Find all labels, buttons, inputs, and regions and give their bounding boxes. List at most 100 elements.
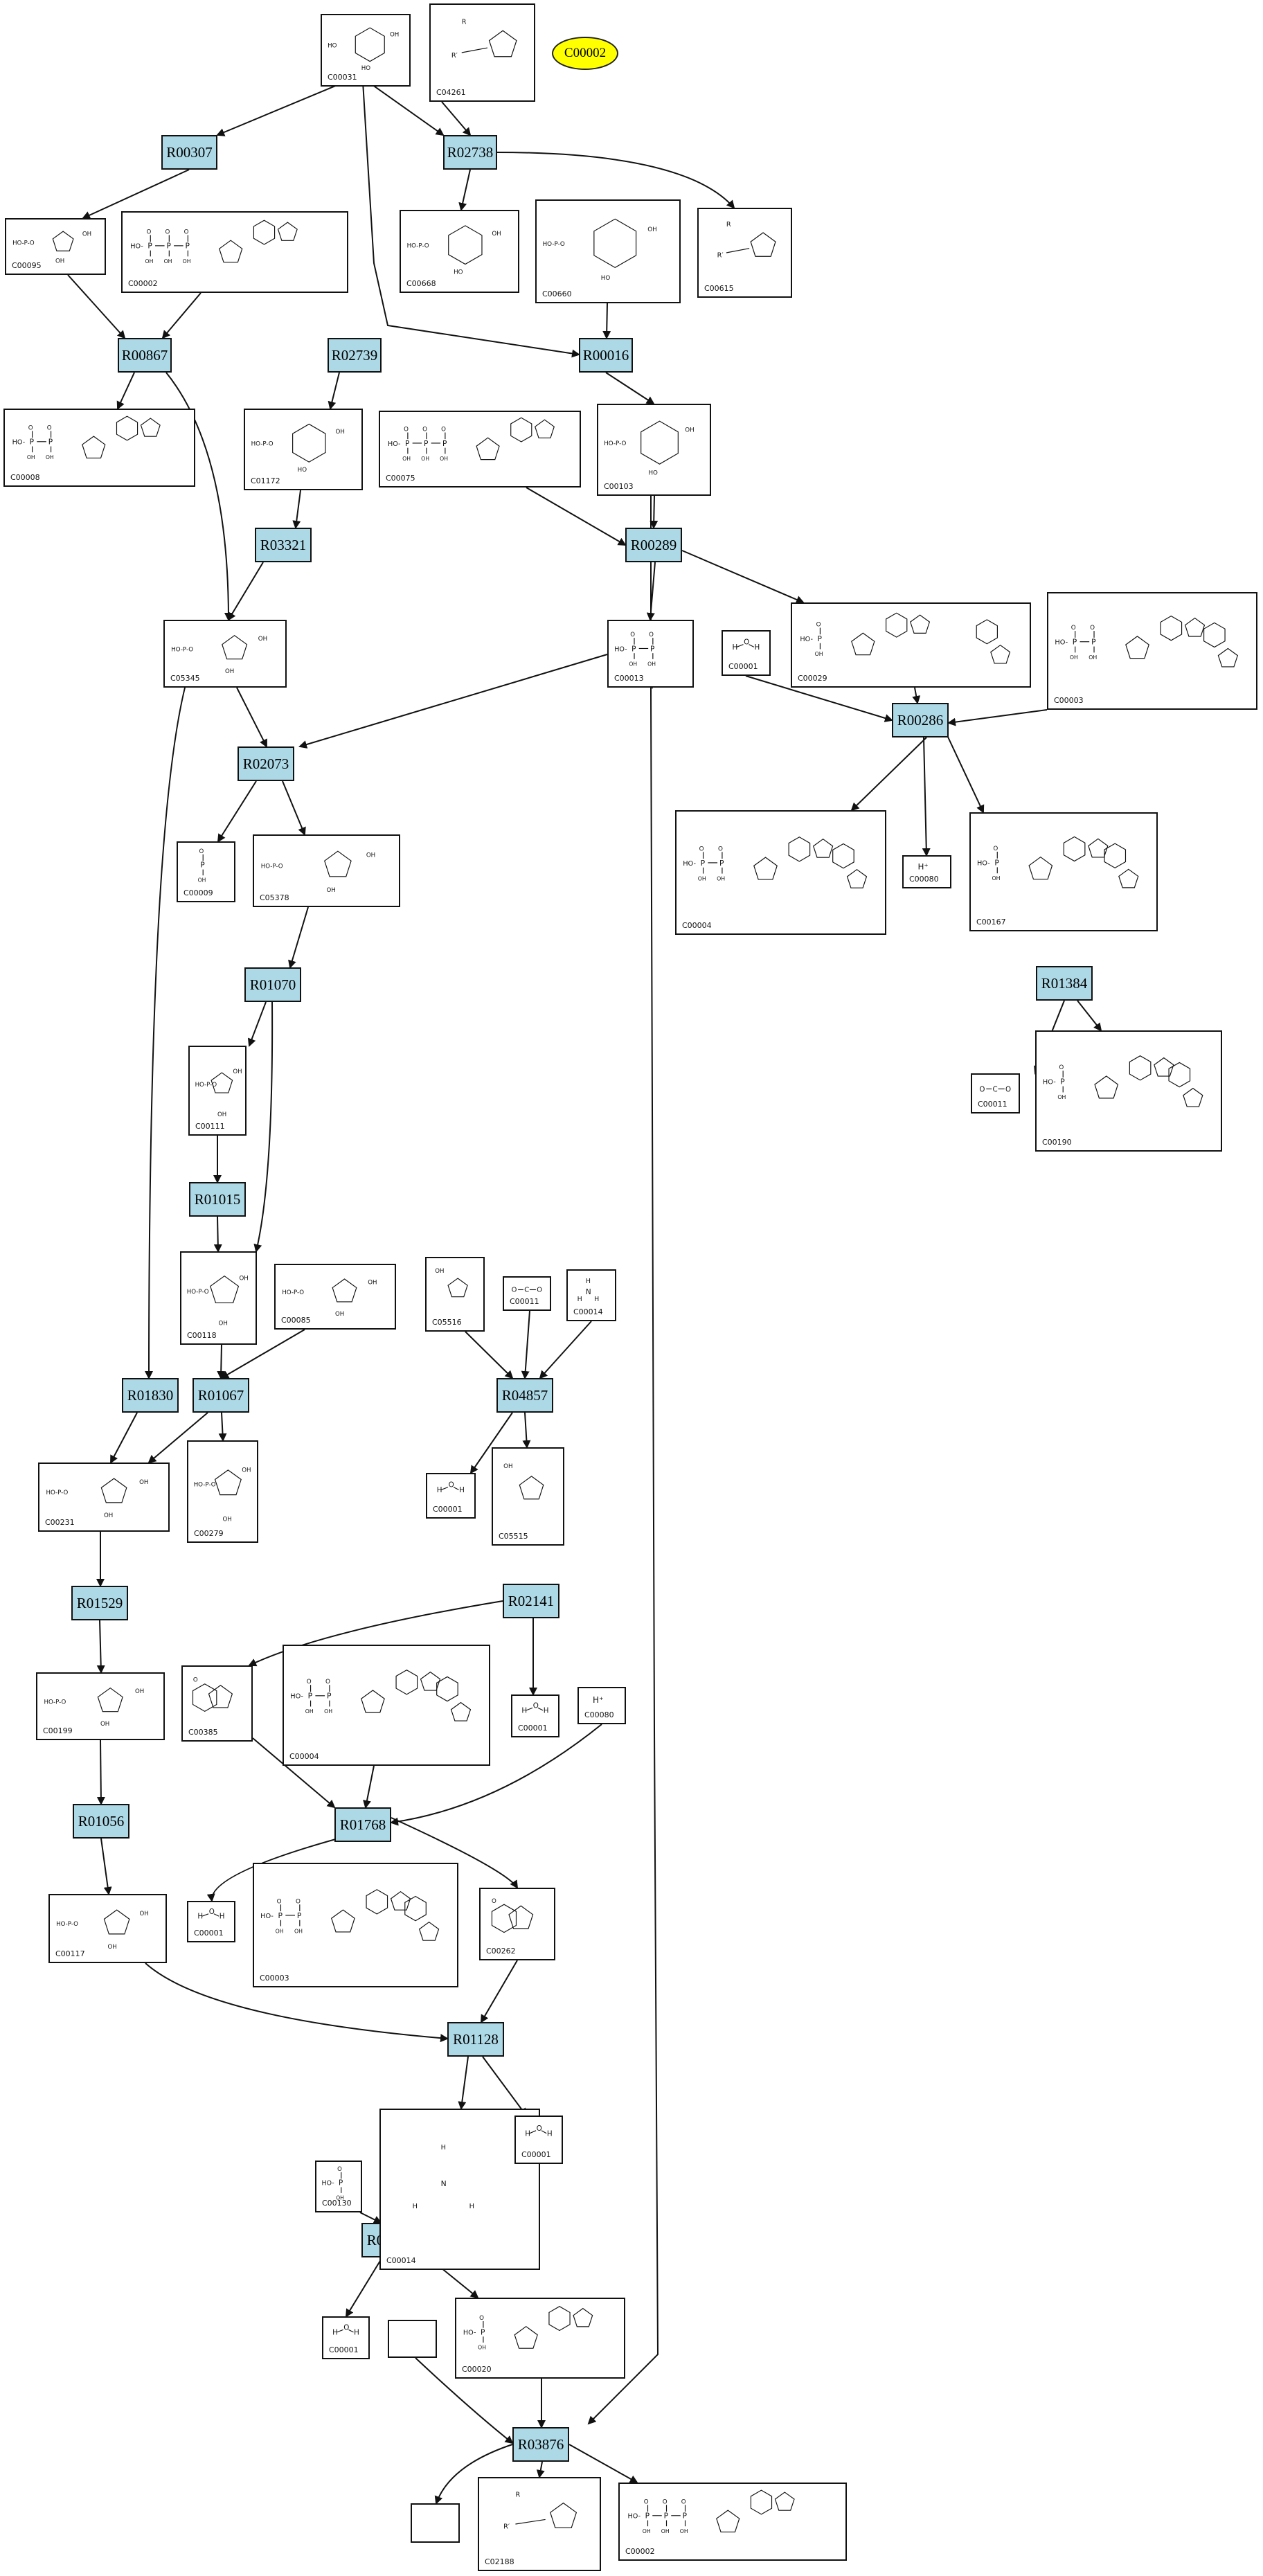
compound-id-label: C00190	[1042, 1138, 1072, 1147]
reaction-node-r01128[interactable]: R01128	[447, 2022, 504, 2057]
reaction-edge	[946, 733, 985, 814]
reaction-node-r00286[interactable]: R00286	[892, 703, 949, 737]
reaction-node-r01070[interactable]: R01070	[244, 967, 301, 1002]
reaction-node-r00016[interactable]: R00016	[579, 338, 633, 373]
reaction-edge	[82, 169, 190, 220]
reaction-node-r01015[interactable]: R01015	[189, 1182, 246, 1217]
svg-text:P: P	[147, 242, 152, 251]
compound-node-empty[interactable]	[388, 2320, 437, 2358]
reaction-node-r03876[interactable]: R03876	[512, 2427, 569, 2462]
reaction-node-r01529[interactable]: R01529	[71, 1586, 128, 1620]
reaction-node-r04857[interactable]: R04857	[496, 1378, 553, 1413]
reaction-node-r03321[interactable]: R03321	[255, 528, 312, 562]
svg-text:OH: OH	[233, 1068, 242, 1075]
svg-text:R′: R′	[451, 52, 458, 60]
svg-text:O: O	[1090, 625, 1095, 632]
svg-text:HO: HO	[361, 65, 370, 72]
svg-text:OH: OH	[82, 231, 91, 238]
reaction-edge	[362, 81, 580, 358]
reaction-node-r01067[interactable]: R01067	[192, 1378, 249, 1413]
reaction-node-r01830[interactable]: R01830	[122, 1378, 179, 1413]
reaction-node-r01056[interactable]: R01056	[73, 1804, 129, 1839]
compound-id-label: C00011	[978, 1100, 1007, 1109]
svg-text:HO-: HO-	[683, 860, 696, 868]
svg-text:OH: OH	[324, 1708, 332, 1715]
svg-text:OH: OH	[421, 456, 429, 462]
svg-text:OH: OH	[1070, 654, 1078, 661]
highlight-compound-ellipse[interactable]: C00002	[552, 37, 618, 70]
reaction-node-r00307[interactable]: R00307	[161, 135, 217, 170]
histidine-peptide-structure-icon: RR′	[451, 19, 517, 60]
reaction-edge	[252, 1737, 336, 1809]
compound-node-c00080[interactable]: H⁺C00080	[902, 855, 951, 888]
svg-text:P: P	[701, 859, 706, 868]
reaction-node-r01768[interactable]: R01768	[334, 1807, 391, 1842]
reaction-node-r02073[interactable]: R02073	[238, 746, 294, 781]
reaction-edge	[288, 906, 309, 969]
svg-text:O: O	[209, 1908, 215, 1916]
reaction-edge	[469, 1412, 513, 1474]
reaction-node-r00289[interactable]: R00289	[625, 528, 682, 562]
svg-text:C: C	[993, 1085, 998, 1093]
svg-text:HO-P-O: HO-P-O	[195, 1082, 217, 1089]
reaction-node-r02738[interactable]: R02738	[443, 135, 497, 170]
svg-text:H⁺: H⁺	[593, 1695, 603, 1705]
reaction-node-r02739[interactable]: R02739	[328, 338, 382, 373]
compound-node-empty[interactable]	[411, 2503, 460, 2543]
compound-node-c00080[interactable]: H⁺C00080	[577, 1687, 626, 1724]
reaction-node-r01384[interactable]: R01384	[1036, 966, 1093, 1001]
reaction-node-r02141[interactable]: R02141	[503, 1584, 559, 1618]
svg-text:O: O	[479, 2315, 484, 2322]
reaction-node-r00867[interactable]: R00867	[118, 338, 172, 373]
